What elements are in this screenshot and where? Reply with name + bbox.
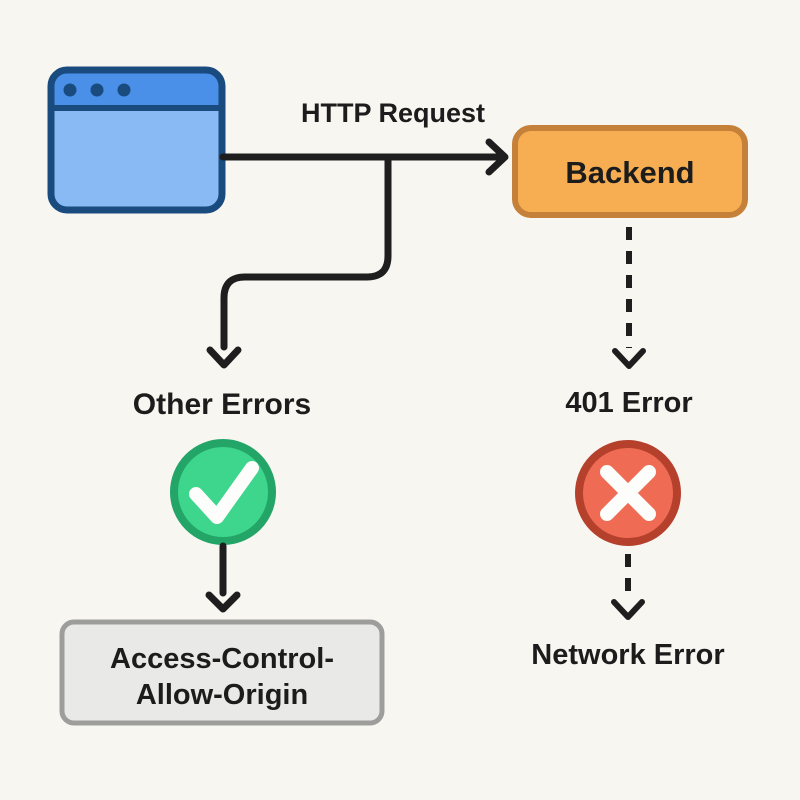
other-errors-arrowhead — [206, 346, 242, 369]
cors-arrowhead — [205, 591, 241, 613]
backend-label: Backend — [565, 155, 694, 190]
http-request-arrowhead — [485, 138, 509, 176]
backend-node: Backend — [512, 125, 748, 218]
browser-border — [47, 66, 226, 214]
x-icon — [600, 465, 656, 521]
label-401-error: 401 Error — [565, 387, 692, 419]
network-error-label: Network Error — [531, 639, 724, 671]
cors-arrow — [205, 542, 241, 613]
http-request-arrow — [219, 138, 509, 176]
cors-header-box — [59, 619, 385, 726]
browser-window-icon — [47, 66, 226, 214]
backend-box — [512, 125, 748, 218]
dashed-arrow-401-head — [612, 348, 646, 369]
browser-dot-3 — [117, 83, 131, 97]
http-request-label: HTTP Request — [301, 98, 485, 128]
dashed-arrow-network — [611, 554, 645, 620]
cors-header-line1: Access-Control- — [110, 643, 334, 675]
other-errors-connector — [206, 153, 392, 369]
browser-dot-2 — [90, 83, 104, 97]
other-errors-label: Other Errors — [133, 388, 311, 421]
check-circle — [170, 439, 276, 545]
browser-titlebar — [51, 70, 222, 107]
dashed-arrow-401 — [612, 227, 646, 369]
browser-dot-1 — [63, 83, 77, 97]
cors-header-node: Access-Control- Allow-Origin — [59, 619, 385, 726]
check-icon — [189, 461, 259, 524]
check-circle-icon — [170, 439, 276, 545]
other-errors-connector-path — [220, 153, 392, 351]
cross-circle-icon — [575, 440, 681, 546]
dashed-arrow-network-head — [611, 599, 645, 620]
cors-header-line2: Allow-Origin — [136, 679, 308, 711]
